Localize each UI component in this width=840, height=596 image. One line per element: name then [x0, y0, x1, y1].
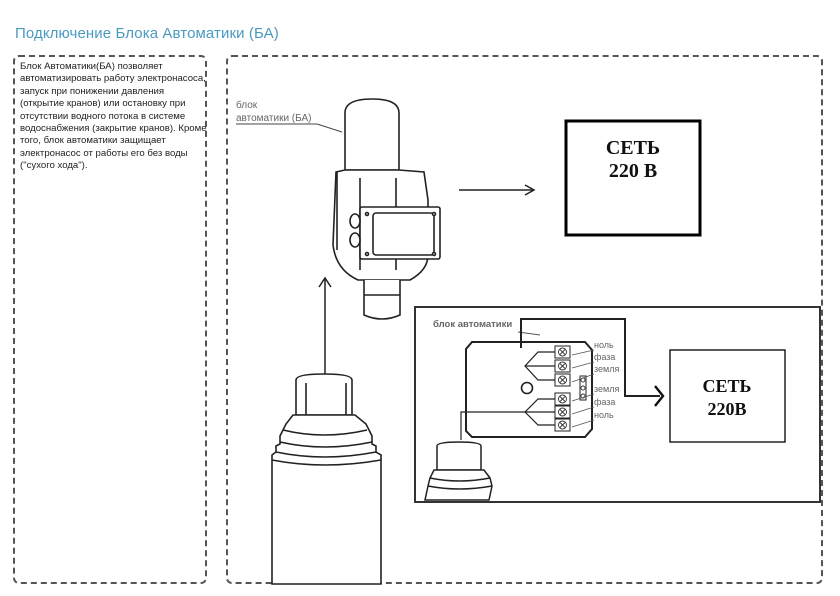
- terminal-label: ноль: [594, 340, 614, 350]
- terminal-label: фаза: [594, 352, 615, 362]
- terminal-screw-icons: [558, 347, 586, 430]
- unit-label-leader: [316, 123, 343, 133]
- mains-box-bottom: [669, 349, 786, 443]
- internal-wires: [460, 351, 555, 440]
- description-text: Блок Автоматики(БА) позволяет автоматизи…: [20, 61, 207, 172]
- unit-label-line2: автоматики (БА): [236, 113, 311, 124]
- pump-icon: [271, 373, 382, 585]
- small-pump-icon: [424, 441, 493, 501]
- diagram-panel: [226, 55, 823, 584]
- automation-unit-icon: [332, 98, 441, 320]
- terminal-label-leaders: [571, 349, 595, 428]
- mains-box-top: [564, 119, 702, 237]
- mains-bottom-line1: СЕТЬ: [703, 376, 752, 396]
- terminal-label: земля: [594, 384, 619, 394]
- mains-top-line1: СЕТЬ: [606, 137, 660, 159]
- mains-bottom-line2: 220В: [707, 399, 746, 419]
- description-panel: [13, 55, 207, 584]
- wiring-label: блок автоматики: [433, 319, 512, 330]
- terminal-labels: ноль фаза земля земля фаза ноль: [594, 340, 619, 420]
- terminal-label: фаза: [594, 397, 615, 407]
- mains-wire: [520, 318, 660, 397]
- controller-indicator-icon: [520, 381, 534, 395]
- unit-label-line1: блок: [236, 99, 258, 111]
- page-title: Подключение Блока Автоматики (БА): [15, 25, 279, 42]
- terminal-label: ноль: [594, 410, 614, 420]
- arrow-to-mains-bottom-icon: [654, 385, 665, 407]
- mains-top-line2: 220 В: [609, 160, 657, 182]
- arrow-right-head-icon: [524, 184, 536, 196]
- terminal-label: земля: [594, 364, 619, 374]
- arrow-up-head-icon: [318, 276, 332, 288]
